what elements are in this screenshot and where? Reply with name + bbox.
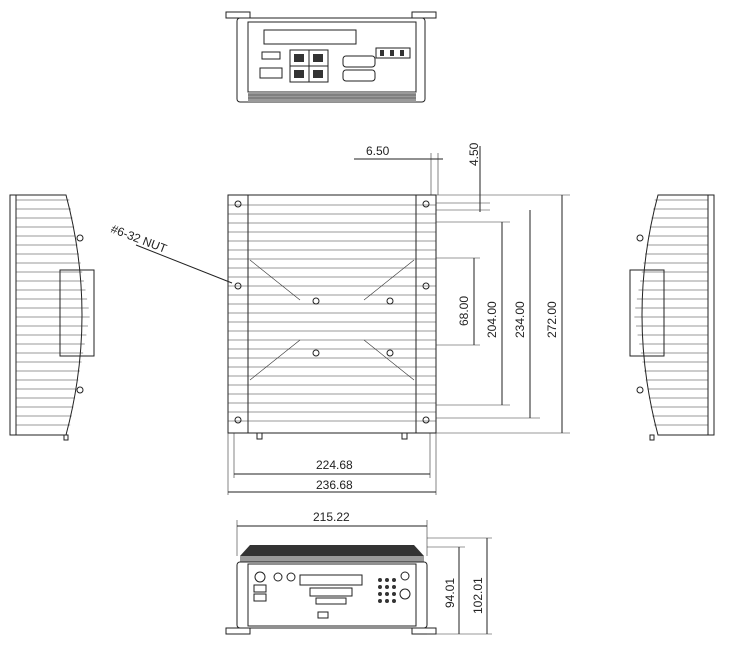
dim-front-height-outer: 102.01 <box>471 577 485 614</box>
nut-label: #6-32 NUT <box>109 222 169 256</box>
right-side-view <box>629 194 715 441</box>
dim-hole-spacing-outer: 234.00 <box>513 301 527 338</box>
panel-dot <box>392 599 396 603</box>
panel-dot <box>378 578 382 582</box>
dim-front-height-inner: 94.01 <box>443 578 457 608</box>
dim-hole-span-width: 224.68 <box>316 458 353 472</box>
panel-dot <box>385 592 389 596</box>
panel-dot <box>385 599 389 603</box>
panel-dot <box>392 578 396 582</box>
dim-hole-spacing-mid: 204.00 <box>485 301 499 338</box>
dimension-lines: 6.50 4.50 68.00 204.00 234.00 272.00 224… <box>227 142 570 495</box>
panel-dot <box>392 592 396 596</box>
dim-overall-width: 236.68 <box>316 478 353 492</box>
dim-edge-offset-x: 6.50 <box>366 144 390 158</box>
nut-callout: #6-32 NUT <box>109 222 233 284</box>
front-dimension-lines: 215.22 94.01 102.01 <box>236 510 492 635</box>
front-view <box>225 545 437 635</box>
dim-edge-offset-y: 4.50 <box>467 142 481 166</box>
panel-dot <box>385 578 389 582</box>
rear-view <box>225 11 437 103</box>
panel-dot <box>385 585 389 589</box>
dim-hole-spacing-inner: 68.00 <box>457 296 471 326</box>
left-side-view <box>9 194 95 441</box>
panel-dot <box>378 585 382 589</box>
dim-overall-height: 272.00 <box>545 301 559 338</box>
panel-dot <box>378 599 382 603</box>
panel-dot <box>392 585 396 589</box>
panel-dot <box>378 592 382 596</box>
dim-front-width: 215.22 <box>313 510 350 524</box>
top-view <box>227 194 437 440</box>
